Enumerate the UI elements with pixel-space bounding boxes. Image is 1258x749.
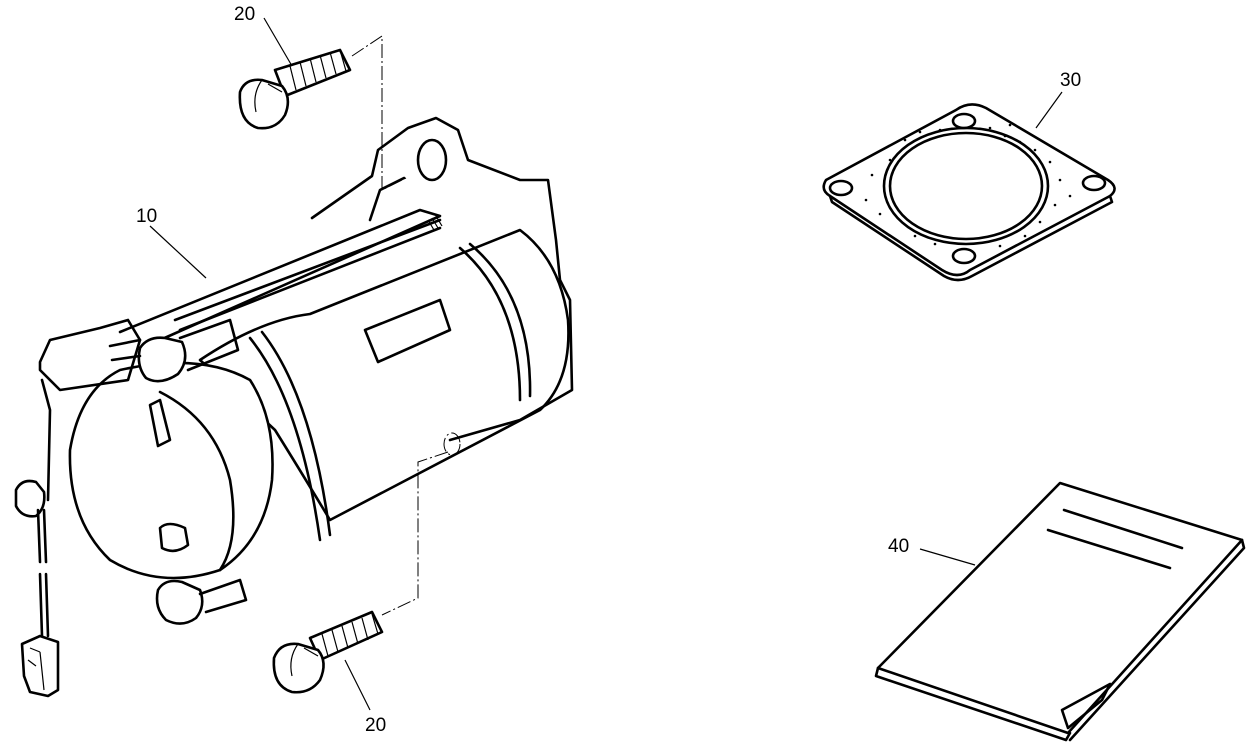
starter-motor xyxy=(14,116,574,625)
callout-line-bolt-bottom xyxy=(344,659,371,711)
callout-40: 40 xyxy=(888,536,910,557)
gasket xyxy=(822,103,1116,282)
callout-line-bolt-top xyxy=(263,17,293,67)
callout-line-motor xyxy=(149,225,207,279)
callout-line-gasket xyxy=(1035,91,1063,129)
centerline-upper xyxy=(351,35,407,191)
callout-30: 30 xyxy=(1060,70,1082,91)
callout-20-lower: 20 xyxy=(365,715,387,736)
callout-10: 10 xyxy=(136,206,158,227)
wire-connector xyxy=(20,508,60,698)
centerline-lower xyxy=(381,451,449,616)
callout-line-sheet xyxy=(919,548,976,566)
bolt-upper xyxy=(238,48,352,130)
bolt-lower xyxy=(272,610,384,694)
instruction-sheet xyxy=(874,481,1246,742)
callout-20-upper: 20 xyxy=(234,4,256,25)
